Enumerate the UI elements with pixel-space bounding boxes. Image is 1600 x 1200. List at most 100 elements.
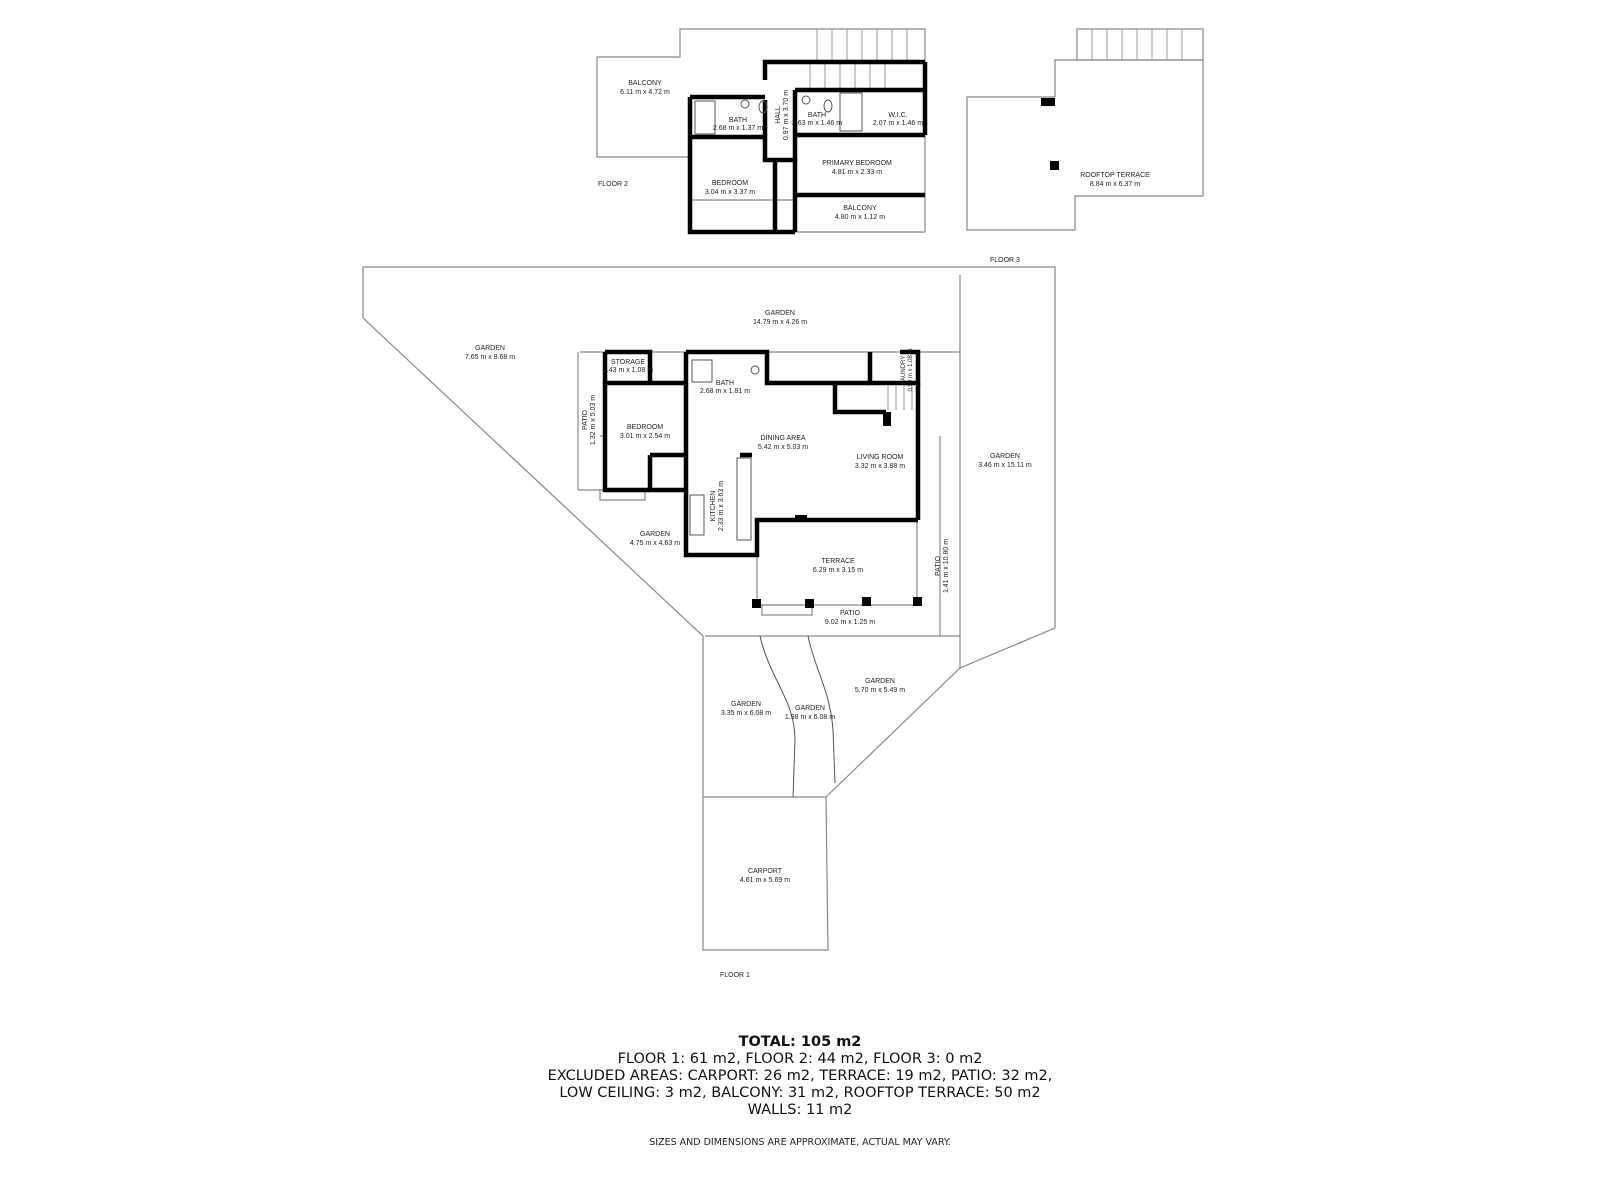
room-dims: 4.80 m x 1.12 m <box>835 214 885 221</box>
room-dims: 9.02 m x 1.25 m <box>825 619 875 626</box>
room-name: DINING AREA <box>760 435 805 442</box>
column <box>805 599 814 608</box>
wall <box>686 349 870 386</box>
walkway <box>807 635 836 784</box>
room-dims: 2.33 m x 3.63 m <box>718 481 725 531</box>
stairs-icon <box>809 30 908 92</box>
room-dims: 7.65 m x 8.68 m <box>465 354 515 361</box>
column <box>1041 98 1055 106</box>
room-dims: 8.84 m x 6.37 m <box>1090 181 1140 188</box>
svg-text:W.I.C.2.07 m x 1.46 m: W.I.C.2.07 m x 1.46 m <box>873 112 923 127</box>
toilet-icon <box>823 99 833 113</box>
room-dims: 14.79 m x 4.26 m <box>753 319 807 326</box>
svg-text:KITCHEN2.33 m x 3.63 m: KITCHEN2.33 m x 3.63 m <box>710 481 725 531</box>
shower-icon <box>691 359 713 383</box>
kitchen-counter <box>689 494 705 536</box>
column <box>795 515 807 522</box>
area-summary: TOTAL: 105 m2 FLOOR 1: 61 m2, FLOOR 2: 4… <box>0 1034 1600 1119</box>
room-name: LAUNDRY <box>901 356 907 385</box>
lot-outline <box>362 266 1056 951</box>
room-dims: 0.97 m x 3.70 m <box>783 90 790 140</box>
room-dims: 6.29 m x 3.15 m <box>813 567 863 574</box>
room-dims: 2.07 m x 1.46 m <box>873 120 923 127</box>
room-dims: 3.46 m x 15.11 m <box>978 462 1032 469</box>
column <box>1050 161 1059 170</box>
sink-icon <box>740 99 750 109</box>
room-dims: 3.04 m x 3.37 m <box>705 189 755 196</box>
room-name: KITCHEN <box>710 491 717 522</box>
room-dims: 4.75 m x 4.63 m <box>630 540 680 547</box>
room-name: LIVING ROOM <box>857 454 904 461</box>
floor-label: FLOOR 2 <box>598 181 628 188</box>
wall <box>762 100 795 163</box>
walls-area: WALLS: 11 m2 <box>747 1102 853 1118</box>
room-name: GARDEN <box>731 701 761 708</box>
room-dims: 3.35 m x 6.08 m <box>721 710 771 717</box>
room-name: PATIO <box>840 610 861 617</box>
room-dims: 2.68 m x 1.81 m <box>700 388 750 395</box>
toilet-icon <box>758 100 768 114</box>
wall <box>762 59 925 80</box>
wall <box>602 383 650 493</box>
room-dims: 5.70 m x 5.49 m <box>855 687 905 694</box>
room-dims: 4.61 m x 5.69 m <box>740 877 790 884</box>
room-dims: 2.63 m x 1.46 m <box>792 120 842 127</box>
kitchen-counter <box>736 457 752 541</box>
wall <box>687 97 795 235</box>
floor-label: FLOOR 3 <box>990 257 1020 264</box>
wall <box>602 352 686 386</box>
shower-icon <box>694 100 716 135</box>
shower-icon <box>839 92 863 132</box>
room-dims: 2.68 m x 1.37 m <box>713 125 763 132</box>
column <box>913 597 922 606</box>
room-dims: 6.11 m x 4.72 m <box>620 89 670 96</box>
room-name: PATIO <box>935 555 942 576</box>
room-name: GARDEN <box>990 453 1020 460</box>
step <box>761 604 813 616</box>
excluded-areas: EXCLUDED AREAS: CARPORT: 26 m2, TERRACE:… <box>547 1068 1053 1084</box>
excluded-areas-cont: LOW CEILING: 3 m2, BALCONY: 31 m2, ROOFT… <box>559 1085 1041 1101</box>
stairs-icon <box>1076 28 1204 61</box>
rooftop-outline <box>966 59 1204 231</box>
room-name: ROOFTOP TERRACE <box>1080 172 1150 179</box>
svg-text:PATIO1.32 m x 5.03 m: PATIO1.32 m x 5.03 m <box>582 395 597 445</box>
room-name: BEDROOM <box>712 180 748 187</box>
room-name: BEDROOM <box>627 424 663 431</box>
room-dims: 0.90 m x 1.08 m <box>908 348 914 391</box>
room-name: BATH <box>716 380 734 387</box>
room-name: W.I.C. <box>888 112 907 119</box>
wall <box>647 455 686 493</box>
room-dims: 1.32 m x 5.03 m <box>590 395 597 445</box>
room-name: GARDEN <box>765 310 795 317</box>
wall <box>683 352 918 558</box>
room-dims: 1.98 m x 6.08 m <box>785 714 835 721</box>
column <box>883 412 891 426</box>
floor-label: FLOOR 1 <box>720 972 750 979</box>
room-name: STORAGE <box>611 359 645 366</box>
disclaimer: SIZES AND DIMENSIONS ARE APPROXIMATE, AC… <box>649 1137 951 1148</box>
room-name: GARDEN <box>865 678 895 685</box>
room-name: BALCONY <box>628 80 662 87</box>
